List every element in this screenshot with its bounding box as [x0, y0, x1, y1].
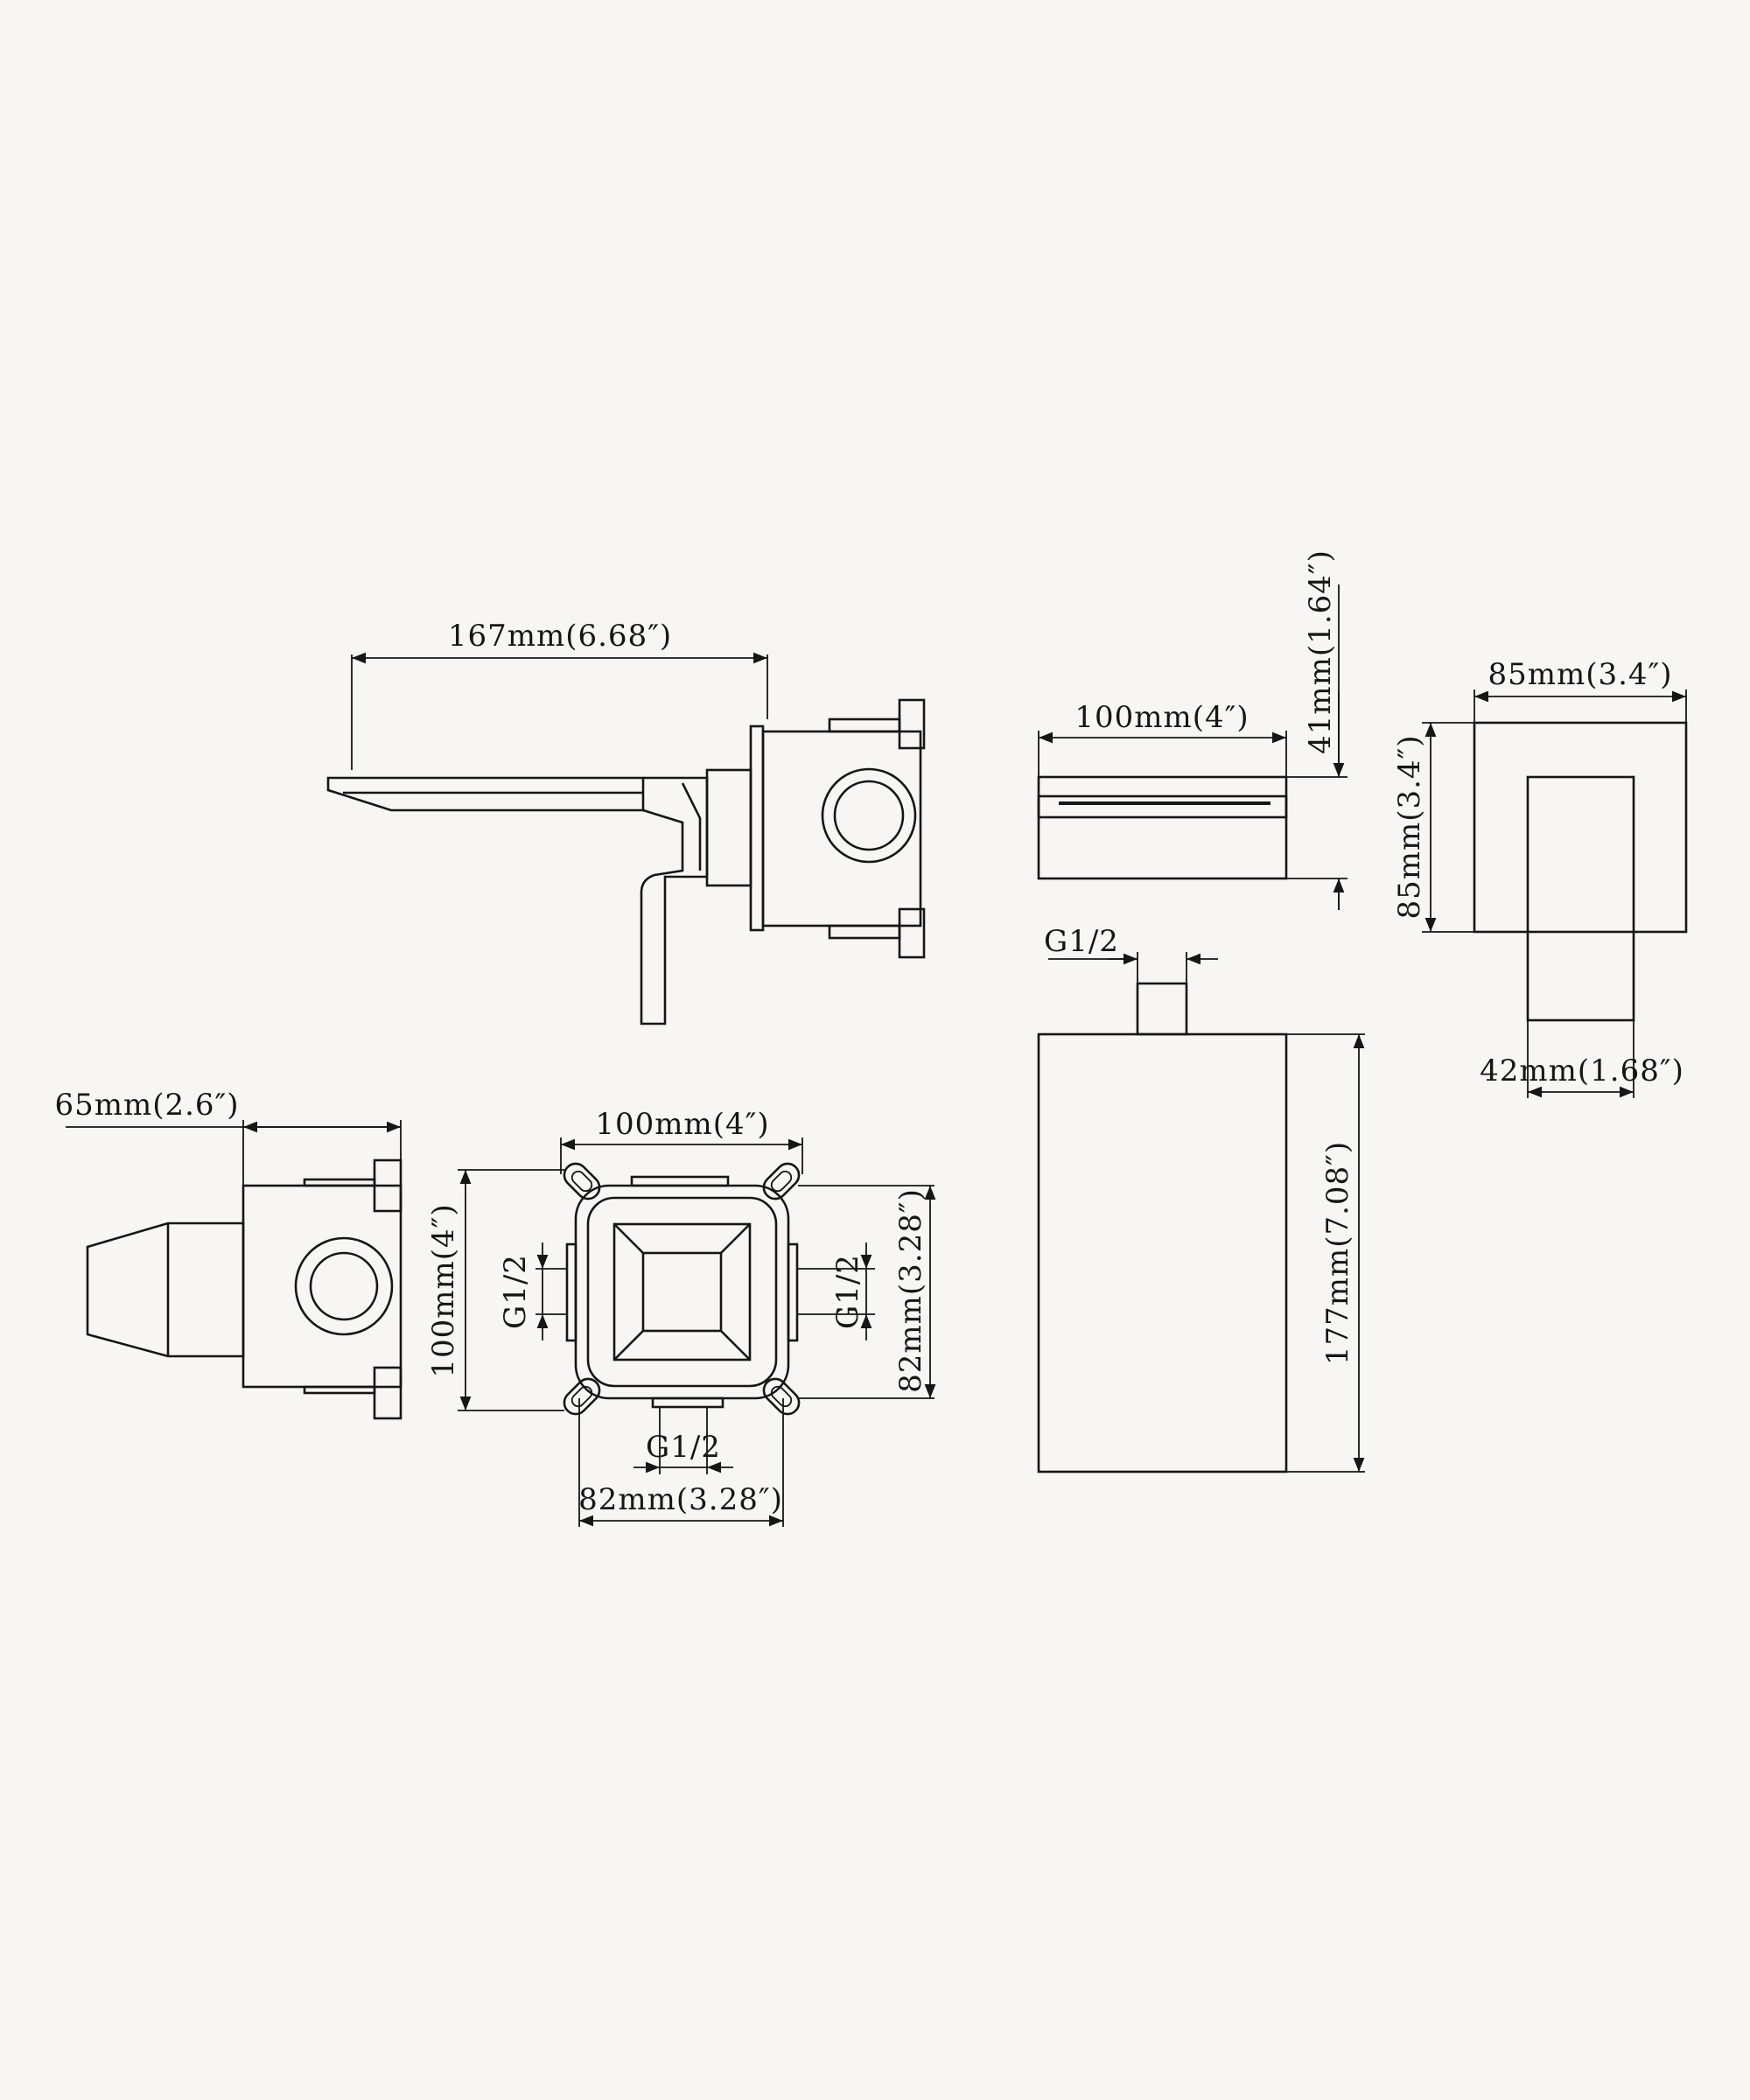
dim-body-height-label: 177mm(7.08″): [1320, 1141, 1355, 1365]
dim-left-port: G1/2: [498, 1242, 567, 1340]
dim-plate-height-label: 85mm(3.4″): [1392, 734, 1427, 919]
dim-valve-right-height: 82mm(3.28″): [798, 1185, 936, 1399]
dim-spout-height: 41mm(1.64″): [1286, 550, 1348, 910]
mounting-ear-bottom-right: [762, 1377, 801, 1416]
dim-handle-width: 42mm(1.68″): [1480, 1020, 1684, 1098]
cover-plate: [1473, 721, 1688, 934]
handle-lever: [640, 776, 709, 1026]
valve-side-view: 65mm(2.6″): [54, 1088, 402, 1420]
dim-length-label: 167mm(6.68″): [448, 619, 672, 654]
dim-plate-width: 85mm(3.4″): [1474, 657, 1687, 723]
handle-front: [1526, 775, 1635, 1022]
dim-plate-width-label: 85mm(3.4″): [1488, 657, 1672, 692]
dim-valve-bottom-width: 82mm(3.28″): [578, 1398, 784, 1527]
dim-overall-length: 167mm(6.68″): [351, 619, 768, 770]
dim-spout-height-label: 41mm(1.64″): [1303, 550, 1338, 754]
dim-bottom-port: G1/2: [634, 1407, 733, 1474]
dim-valve-top-width: 100mm(4″): [560, 1107, 803, 1174]
valve-cartridge: [86, 1222, 245, 1358]
dim-valve-right-height-label: 82mm(3.28″): [893, 1188, 928, 1393]
front-plate-view: 85mm(3.4″) 85mm(3.4″) 42mm(1.68″): [1392, 657, 1688, 1098]
dim-inlet: G1/2: [1044, 924, 1218, 984]
valve-body-front: [574, 1184, 790, 1400]
dim-valve-bottom-width-label: 82mm(3.28″): [578, 1482, 783, 1517]
dim-spout-width: 100mm(4″): [1038, 700, 1287, 777]
spout-outline: [326, 776, 645, 812]
dim-left-port-label: G1/2: [498, 1254, 533, 1329]
dim-inlet-label: G1/2: [1044, 924, 1119, 959]
mounting-ear-top-left: [563, 1162, 601, 1200]
spout-top-view: 100mm(4″) 41mm(1.64″): [1037, 550, 1348, 910]
side-view: 167mm(6.68″): [326, 619, 926, 1026]
dim-valve-left-height: 100mm(4″): [426, 1169, 564, 1411]
dim-valve-depth: 65mm(2.6″): [54, 1088, 402, 1186]
spout-body: [1037, 775, 1288, 880]
spout-body-view: G1/2 177mm(7.08″): [1037, 924, 1365, 1474]
spout-back-body: [1037, 1032, 1288, 1474]
valve-port-circle: [821, 767, 917, 864]
dim-body-height: 177mm(7.08″): [1286, 1033, 1365, 1473]
valve-front-view: 100mm(4″) 100mm(4″) 82mm(3.28″) 82mm(3.2…: [426, 1107, 936, 1527]
dim-valve-top-width-label: 100mm(4″): [595, 1107, 769, 1142]
dim-valve-left-height-label: 100mm(4″): [426, 1203, 461, 1377]
dim-bottom-port-label: G1/2: [646, 1430, 721, 1465]
mounting-ear-top-right: [762, 1162, 801, 1200]
dim-handle-width-label: 42mm(1.68″): [1480, 1054, 1684, 1088]
dim-plate-height: 85mm(3.4″): [1392, 722, 1474, 933]
valve-box: [761, 730, 922, 928]
dim-valve-depth-label: 65mm(2.6″): [54, 1088, 239, 1123]
dim-spout-width-label: 100mm(4″): [1074, 700, 1249, 735]
dim-right-port: G1/2: [797, 1242, 875, 1340]
mounting-ear-bottom-left: [563, 1377, 601, 1416]
inlet-nipple: [1136, 982, 1188, 1036]
dim-right-port-label: G1/2: [830, 1254, 865, 1329]
